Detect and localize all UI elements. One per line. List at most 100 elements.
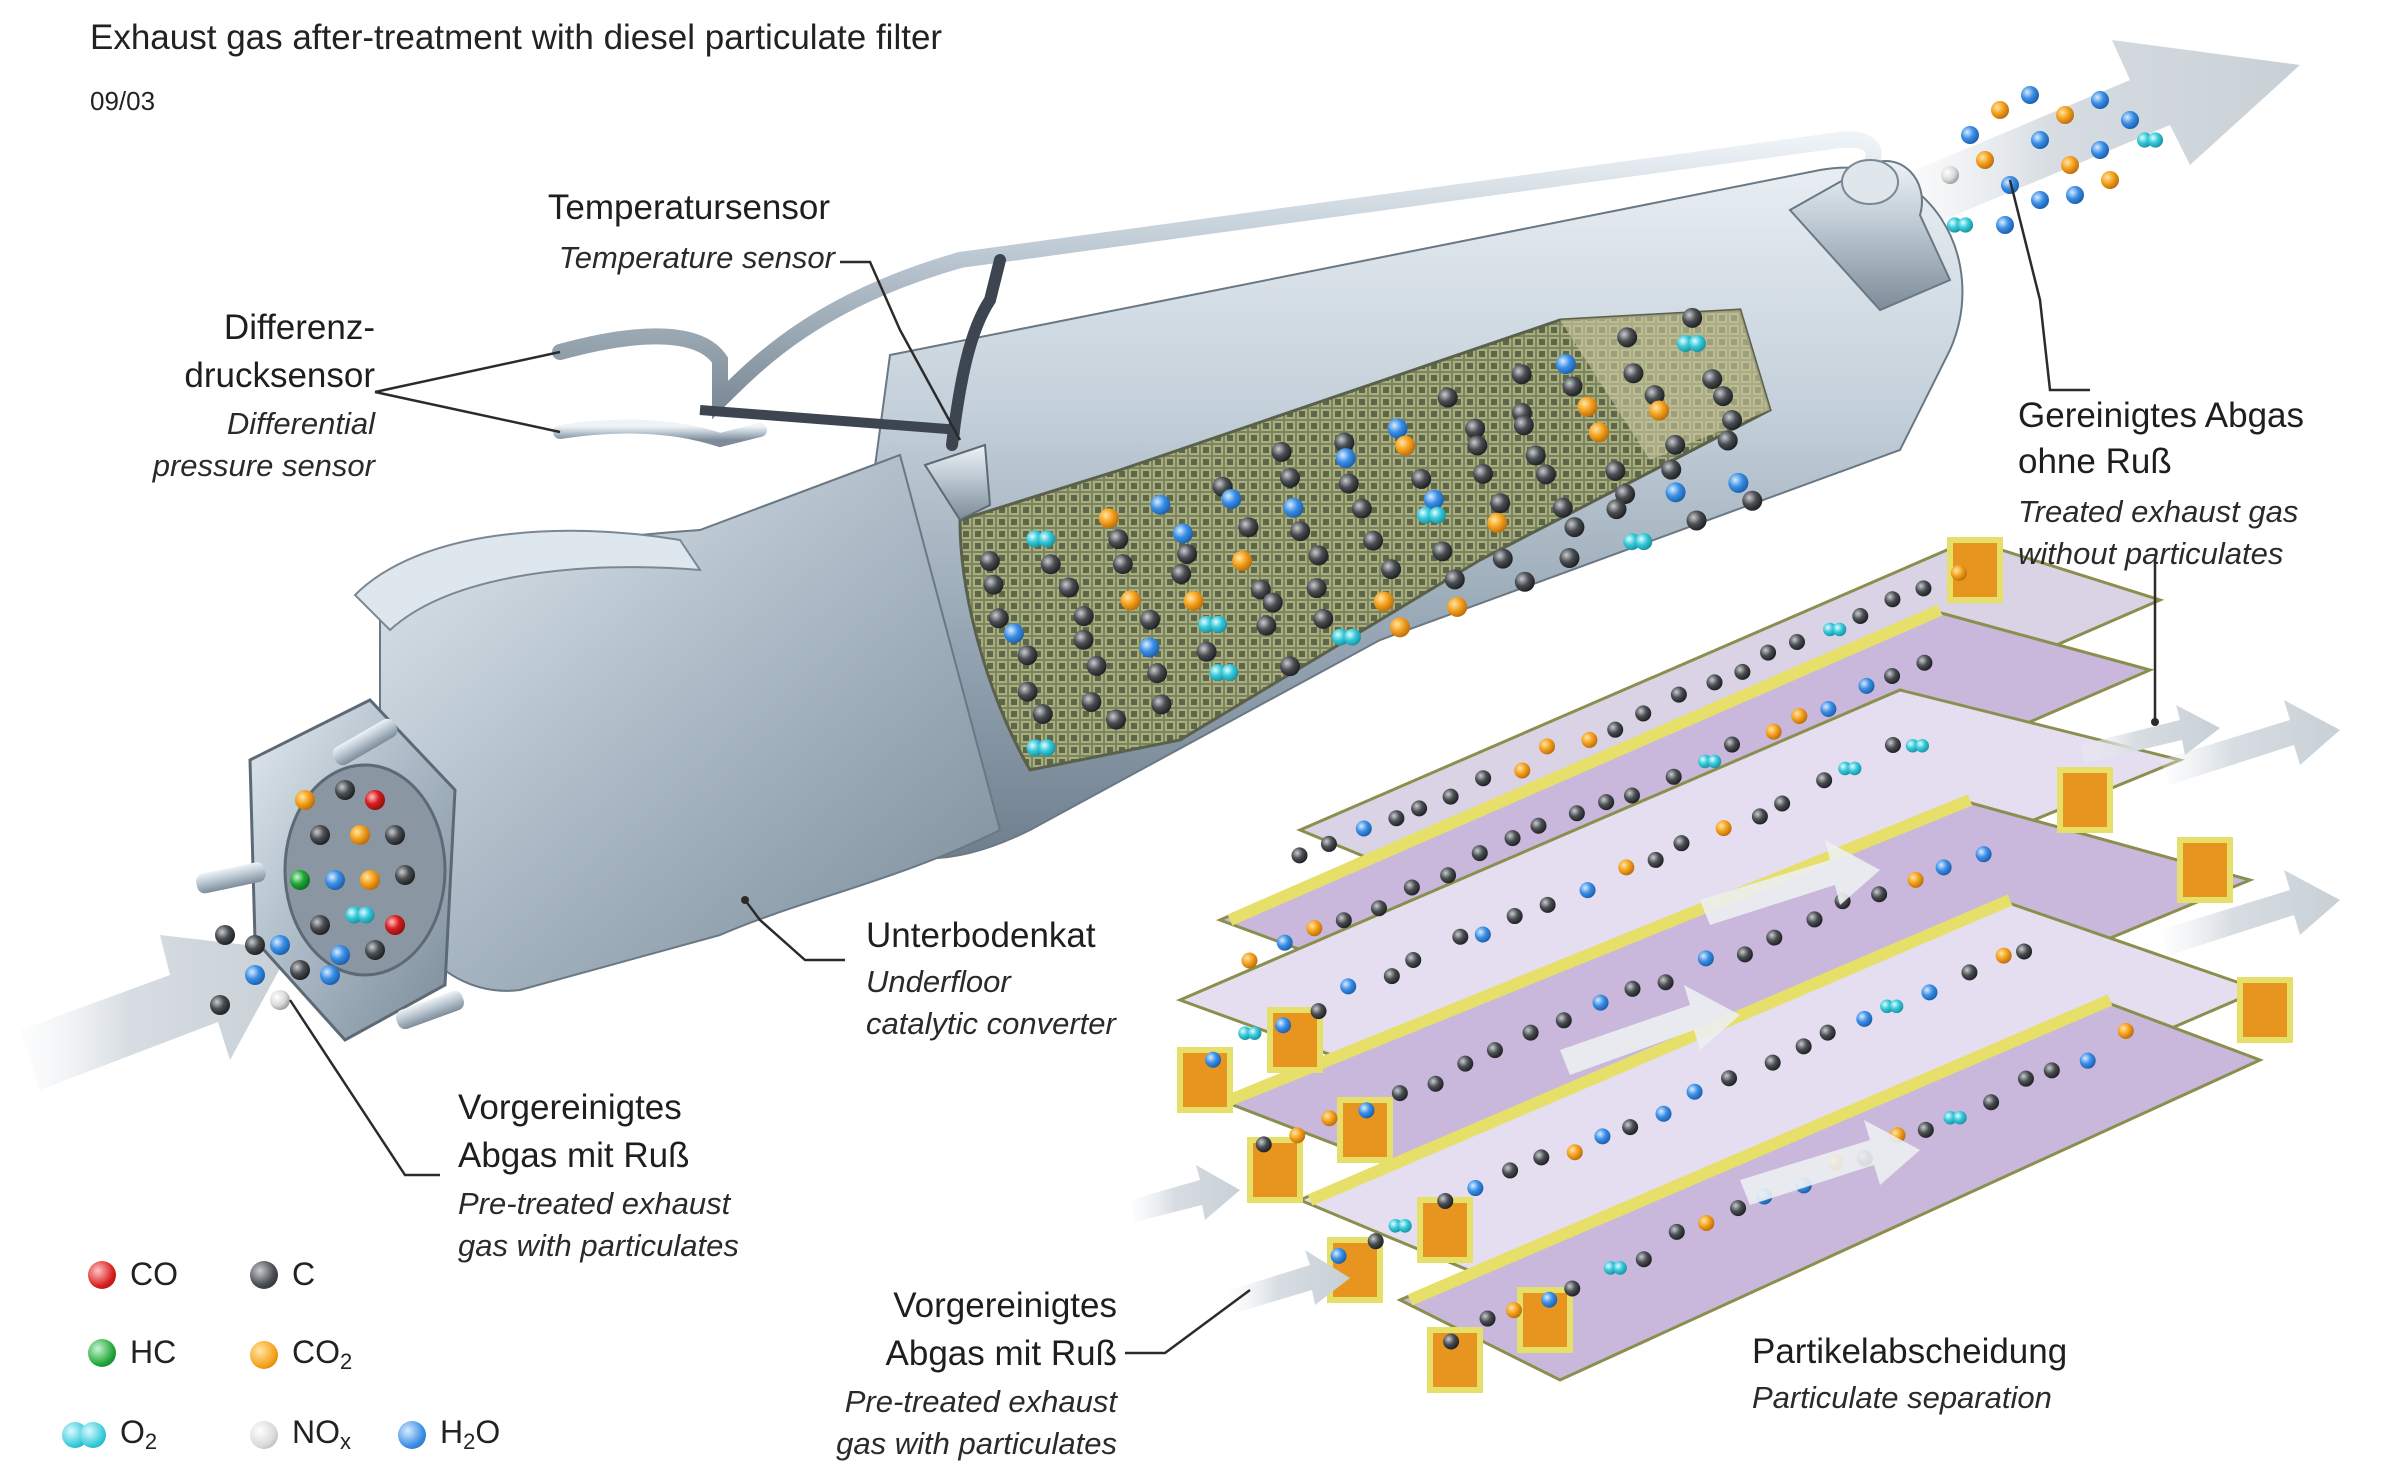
carbon-particle	[1724, 736, 1741, 753]
h2o-molecule	[2091, 141, 2109, 159]
h2o-molecule	[2066, 186, 2084, 204]
o2-molecule	[1026, 530, 1044, 548]
carbon-particle	[1511, 364, 1532, 385]
carbon-particle	[1086, 655, 1107, 676]
carbon-particle	[1617, 327, 1638, 348]
h2o-molecule	[1355, 820, 1372, 837]
h2o-molecule	[2031, 191, 2049, 209]
co2-molecule	[1241, 952, 1258, 969]
carbon-particle	[1624, 980, 1641, 997]
h2o-molecule	[1276, 934, 1293, 951]
carbon-particle	[1442, 788, 1459, 805]
block-outlet-arrow-1	[2160, 700, 2340, 785]
carbon-particle	[979, 551, 1000, 572]
carbon-particle	[1530, 817, 1547, 834]
h2o-molecule	[1697, 950, 1714, 967]
nox-molecule-icon	[250, 1420, 278, 1449]
carbon-particle	[1789, 633, 1806, 650]
h2o-molecule	[1579, 882, 1596, 899]
carbon-particle	[1443, 1333, 1460, 1350]
pretreated-gas-label-en-1: Pre-treated exhaust	[458, 1186, 731, 1221]
h2o-molecule	[1541, 1291, 1558, 1308]
carbon-particle	[1370, 900, 1387, 917]
carbon-particle	[1017, 681, 1038, 702]
filter-channel-cap	[2237, 977, 2293, 1043]
co2-molecule	[1514, 762, 1531, 779]
legend-co: CO	[88, 1256, 178, 1293]
co2-molecule	[295, 790, 315, 810]
temperature-sensor-label-de: Temperatursensor	[547, 188, 830, 227]
co2-molecule	[2117, 1022, 2134, 1039]
carbon-particle	[1598, 794, 1615, 811]
o2-molecule	[1428, 506, 1446, 524]
o2-molecule	[1198, 615, 1216, 633]
o2-molecule	[1238, 1026, 1252, 1040]
carbon-particle	[1440, 867, 1457, 884]
co2-molecule	[350, 825, 370, 845]
o2-molecule	[1635, 533, 1653, 551]
co2-molecule	[1698, 1214, 1715, 1231]
o2-molecule	[1613, 1261, 1627, 1275]
carbon-particle	[1615, 484, 1636, 505]
co2-molecule	[360, 870, 380, 890]
h2o-molecule	[1467, 1180, 1484, 1197]
carbon-particle	[1308, 545, 1329, 566]
carbon-particle	[1884, 736, 1901, 753]
co2-molecule	[1991, 101, 2009, 119]
pretreated-gas-2-label-en-1: Pre-treated exhaust	[844, 1384, 1117, 1419]
o2-molecule	[1603, 1261, 1618, 1275]
diff-pressure-label-de-1: Differenz-	[223, 308, 375, 347]
carbon-particle	[1661, 459, 1682, 480]
pretreated-gas-label-en-2: gas with particulates	[458, 1228, 739, 1263]
co2-molecule	[1588, 422, 1609, 443]
clean-gas-label-de-2: ohne Ruß	[2018, 442, 2172, 481]
carbon-particle	[1502, 1162, 1519, 1179]
legend-o2: O2	[62, 1414, 157, 1455]
o2-molecule	[1221, 664, 1239, 682]
pretreated-gas-2-label-de-1: Vorgereinigtes	[893, 1286, 1117, 1325]
co2-molecule	[1995, 947, 2012, 964]
pretreated-gas-label-de-1: Vorgereinigtes	[458, 1088, 682, 1127]
hc-molecule	[290, 870, 310, 890]
carbon-particle	[1871, 886, 1888, 903]
carbon-particle	[1262, 592, 1283, 613]
o2-molecule	[1707, 754, 1722, 769]
carbon-particle	[1552, 497, 1573, 518]
carbon-particle	[1622, 1119, 1639, 1136]
co2-molecule	[1715, 820, 1732, 837]
h2o-molecule	[1335, 448, 1356, 469]
cone-flange	[353, 529, 702, 632]
h2o-molecule	[1858, 677, 1875, 694]
filter-channel-cap	[2177, 837, 2233, 903]
o2-molecule	[2136, 132, 2153, 148]
carbon-particle	[1351, 498, 1372, 519]
particulate-separation-label-de: Partikelabscheidung	[1752, 1332, 2068, 1371]
carbon-particle	[1539, 896, 1556, 913]
o2-molecule	[1957, 217, 1974, 233]
legend-nox: NOx	[250, 1414, 351, 1455]
carbon-particle	[1271, 441, 1292, 462]
carbon-particle	[1492, 548, 1513, 569]
filter-channel-cap	[1247, 1137, 1303, 1203]
carbon-particle	[1486, 1042, 1503, 1059]
o2-molecule	[1698, 754, 1712, 769]
co-molecule	[365, 790, 385, 810]
underfloor-cat-label-de: Unterbodenkat	[866, 916, 1096, 955]
co2-molecule	[1395, 435, 1416, 456]
carbon-particle	[1668, 1223, 1685, 1240]
temperature-sensor	[923, 443, 992, 522]
temperature-sensor-label-en: Temperature sensor	[558, 240, 835, 275]
carbon-particle	[1657, 974, 1674, 991]
h2o-molecule	[1555, 354, 1576, 375]
h2o-molecule	[1594, 1128, 1611, 1145]
h2o-molecule	[1961, 126, 1979, 144]
carbon-particle	[1607, 721, 1624, 738]
co2-molecule	[1505, 1302, 1522, 1319]
carbon-particle	[290, 960, 310, 980]
carbon-particle	[385, 825, 405, 845]
carbon-particle	[1819, 1024, 1836, 1041]
carbon-particle	[1961, 964, 1978, 981]
carbon-particle	[1437, 1192, 1454, 1209]
leader-lines	[288, 179, 2157, 1355]
carbon-particle	[983, 574, 1004, 595]
